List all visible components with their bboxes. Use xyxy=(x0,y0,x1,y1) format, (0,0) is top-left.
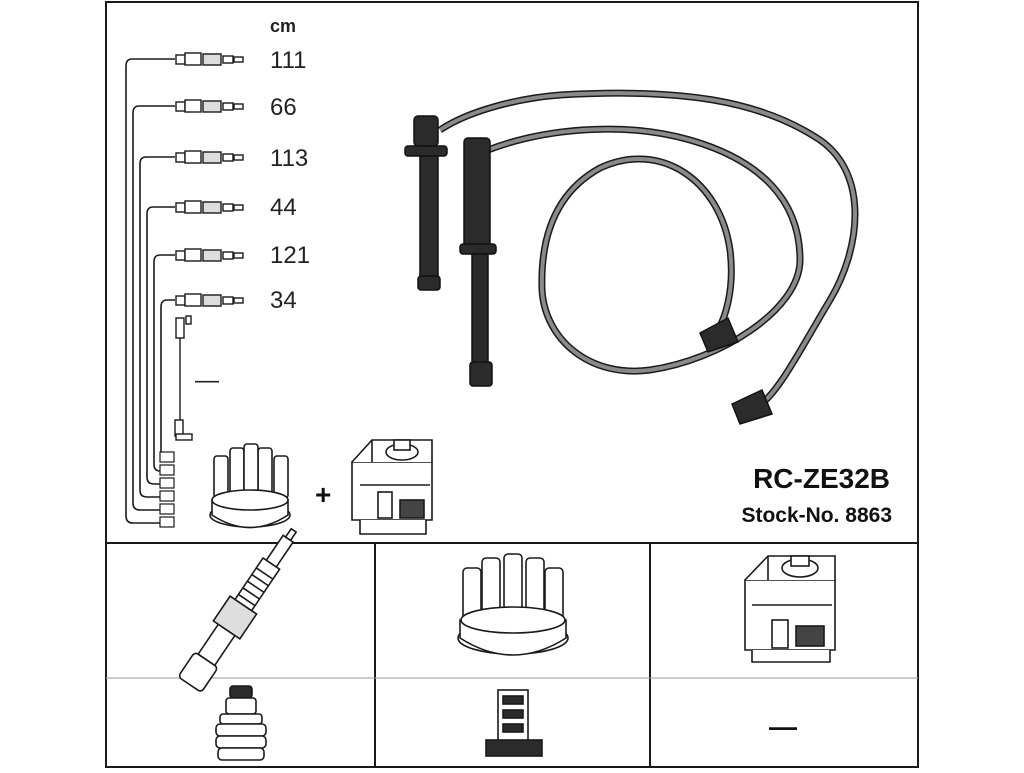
angled-boot-icon xyxy=(699,316,774,425)
unit-label: cm xyxy=(270,16,296,36)
cap-terminal-icon xyxy=(485,689,543,757)
cable-length-label: 66 xyxy=(270,94,297,121)
cable-set-drawing xyxy=(438,89,859,408)
stock-number: Stock-No. 8863 xyxy=(741,504,892,527)
frame xyxy=(105,1,919,768)
cable-length-label: 34 xyxy=(270,287,297,314)
ignition-coil-icon xyxy=(351,439,433,535)
cable-row-34 xyxy=(175,293,244,307)
ignition-coil-icon xyxy=(744,555,836,663)
distributor-cap-icon xyxy=(457,553,569,656)
cable-row-121 xyxy=(175,248,244,262)
spark-plug-boot-icon xyxy=(404,115,448,291)
coil-lead-symbol: — xyxy=(195,367,219,394)
part-number: RC-ZE32B xyxy=(753,463,890,494)
coil-lead xyxy=(174,315,193,441)
cable-row-111 xyxy=(175,52,244,66)
cable-length-label: 44 xyxy=(270,194,297,221)
none-marker: — xyxy=(769,711,797,742)
spark-plug-boot-icon xyxy=(459,137,497,387)
cable-length-label: 121 xyxy=(270,242,310,269)
cable-row-66 xyxy=(175,99,244,113)
cable-length-label: 111 xyxy=(270,47,306,74)
spark-plug-icon xyxy=(178,527,298,692)
plug-boot-icon xyxy=(215,685,267,761)
cable-length-label: 113 xyxy=(270,145,308,172)
terminal-stack xyxy=(159,451,175,528)
plus-sign: + xyxy=(315,479,331,510)
cable-row-44 xyxy=(175,200,244,214)
cable-row-113 xyxy=(175,150,244,164)
distributor-cap-icon xyxy=(209,443,291,529)
